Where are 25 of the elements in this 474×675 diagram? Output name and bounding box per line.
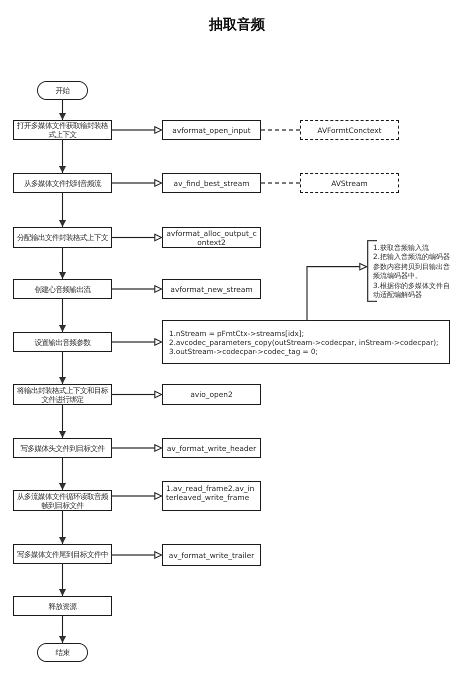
- arrow: [59, 458, 66, 490]
- arrow: [112, 551, 162, 559]
- arrow: [59, 511, 66, 544]
- arrow: [59, 248, 66, 279]
- arrow: [59, 616, 66, 643]
- title: 抽取音频: [208, 16, 266, 34]
- code-box: [162, 320, 450, 364]
- arrow: [59, 299, 66, 332]
- arrow: [59, 193, 66, 227]
- arrow: [59, 100, 66, 120]
- arrow: [112, 338, 162, 346]
- arrow: [59, 352, 66, 384]
- dashed-connector: [261, 129, 300, 131]
- arrow: [112, 179, 162, 187]
- dashed-connector: [261, 182, 300, 184]
- arrow: [112, 444, 162, 452]
- arrow: [59, 405, 66, 438]
- arrow: [112, 492, 162, 500]
- arrow: [112, 390, 162, 398]
- arrow: [59, 564, 66, 596]
- arrow: [112, 126, 162, 134]
- arrow: [59, 140, 66, 173]
- arrow: [112, 285, 162, 293]
- arrow: [306, 262, 368, 320]
- arrow: [112, 234, 162, 242]
